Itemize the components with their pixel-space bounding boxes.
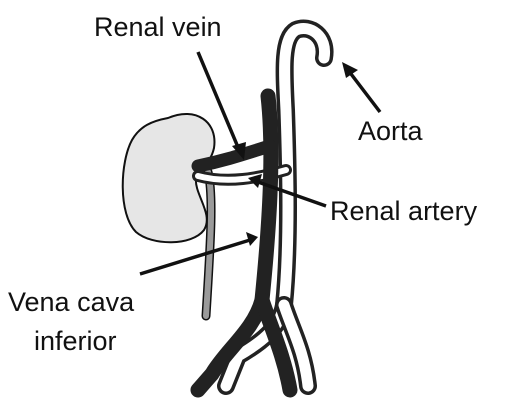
vena-cava-label-line2: inferior [34, 326, 117, 356]
aorta-pointer-arrowhead [342, 62, 358, 78]
renal-vein-label: Renal vein [94, 12, 222, 42]
aorta-label: Aorta [358, 116, 424, 146]
vena-cava-label-line1: Vena cava [8, 287, 135, 317]
aorta-pointer-line [348, 70, 380, 112]
vena-cava-pointer-line [140, 240, 250, 274]
renal-artery-label: Renal artery [330, 196, 478, 226]
